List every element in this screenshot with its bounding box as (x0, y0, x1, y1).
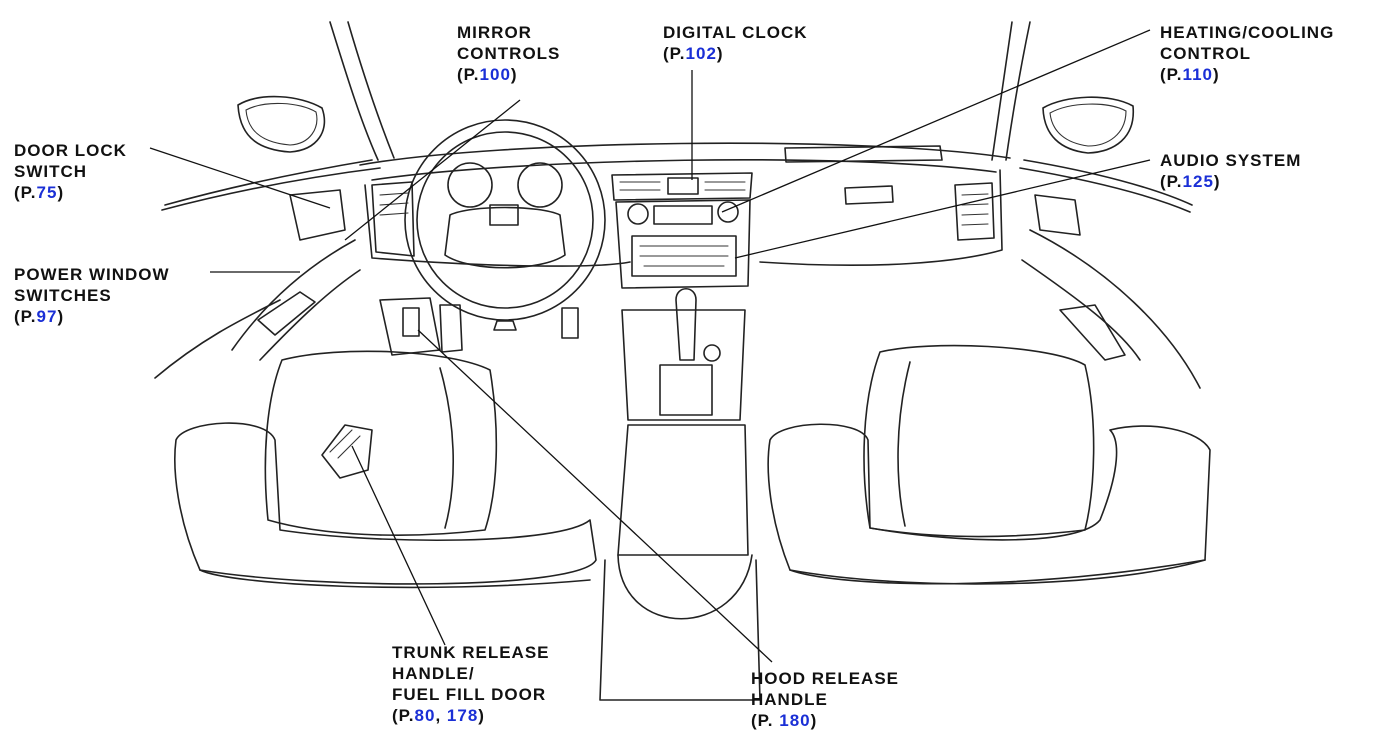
trunk-release-page-ref: (P.80, 178) (392, 706, 485, 725)
heating-cooling-label-2: CONTROL (1160, 44, 1252, 63)
hood-release-page-ref: (P. 180) (751, 711, 818, 730)
power-window-label-1: POWER WINDOW (14, 265, 170, 284)
digital-clock-callout: DIGITAL CLOCK (P.102) (663, 22, 808, 64)
left-door (154, 159, 381, 379)
right-door (1019, 159, 1201, 389)
audio-system-page-ref: (P.125) (1160, 172, 1221, 191)
power-window-page-ref: (P.97) (14, 307, 65, 326)
audio-system-callout: AUDIO SYSTEM (P.125) (1160, 150, 1301, 192)
hood-release-label-1: HOOD RELEASE (751, 669, 900, 688)
center-console (599, 287, 761, 701)
hood-release-label-2: HANDLE (751, 690, 828, 709)
power-window-label-2: SWITCHES (14, 286, 112, 305)
fuel-fill-door-page-link[interactable]: 178 (446, 706, 479, 725)
heating-cooling-label-1: HEATING/COOLING (1160, 23, 1335, 42)
door-lock-callout: DOOR LOCK SWITCH (P.75) (14, 140, 127, 203)
footwell (379, 297, 579, 356)
mirror-controls-page-link[interactable]: 100 (479, 65, 511, 84)
power-window-page-link[interactable]: 97 (36, 307, 58, 326)
driver-seat (174, 350, 597, 589)
trunk-release-callout: TRUNK RELEASE HANDLE/ FUEL FILL DOOR (P.… (392, 642, 550, 726)
digital-clock-label-1: DIGITAL CLOCK (663, 23, 808, 42)
power-window-callout: POWER WINDOW SWITCHES (P.97) (14, 264, 170, 327)
trunk-release-label-3: FUEL FILL DOOR (392, 685, 547, 704)
door-lock-label-2: SWITCH (14, 162, 88, 181)
door-lock-page-ref: (P.75) (14, 183, 65, 202)
left-side-mirror (237, 95, 326, 153)
steering-wheel (404, 119, 606, 331)
trunk-release-label-2: HANDLE/ (392, 664, 475, 683)
mirror-controls-label-2: CONTROLS (457, 44, 561, 63)
door-lock-page-link[interactable]: 75 (36, 183, 58, 202)
hood-release-callout: HOOD RELEASE HANDLE (P. 180) (751, 668, 899, 731)
callout-leaders (149, 29, 1151, 663)
heating-cooling-callout: HEATING/COOLING CONTROL (P.110) (1160, 22, 1334, 85)
heating-cooling-page-link[interactable]: 110 (1182, 65, 1213, 84)
mirror-controls-label-1: MIRROR (457, 23, 532, 42)
digital-clock-page-ref: (P.102) (663, 44, 724, 63)
audio-system-page-link[interactable]: 125 (1182, 172, 1214, 191)
mirror-controls-page-ref: (P.100) (457, 65, 518, 84)
dashboard (359, 142, 1011, 267)
right-side-mirror (1042, 96, 1134, 154)
trunk-release-page-link[interactable]: 80 (414, 706, 436, 725)
audio-system-label-1: AUDIO SYSTEM (1160, 151, 1302, 170)
mirror-controls-callout: MIRROR CONTROLS (P.100) (457, 22, 560, 85)
center-console-stack (611, 172, 753, 289)
heating-cooling-page-ref: (P.110) (1160, 65, 1220, 84)
door-lock-label-1: DOOR LOCK (14, 141, 127, 160)
trunk-release-label-1: TRUNK RELEASE (392, 643, 550, 662)
digital-clock-page-link[interactable]: 102 (685, 44, 717, 63)
hood-release-page-link[interactable]: 180 (779, 711, 811, 730)
passenger-seat (767, 344, 1211, 585)
